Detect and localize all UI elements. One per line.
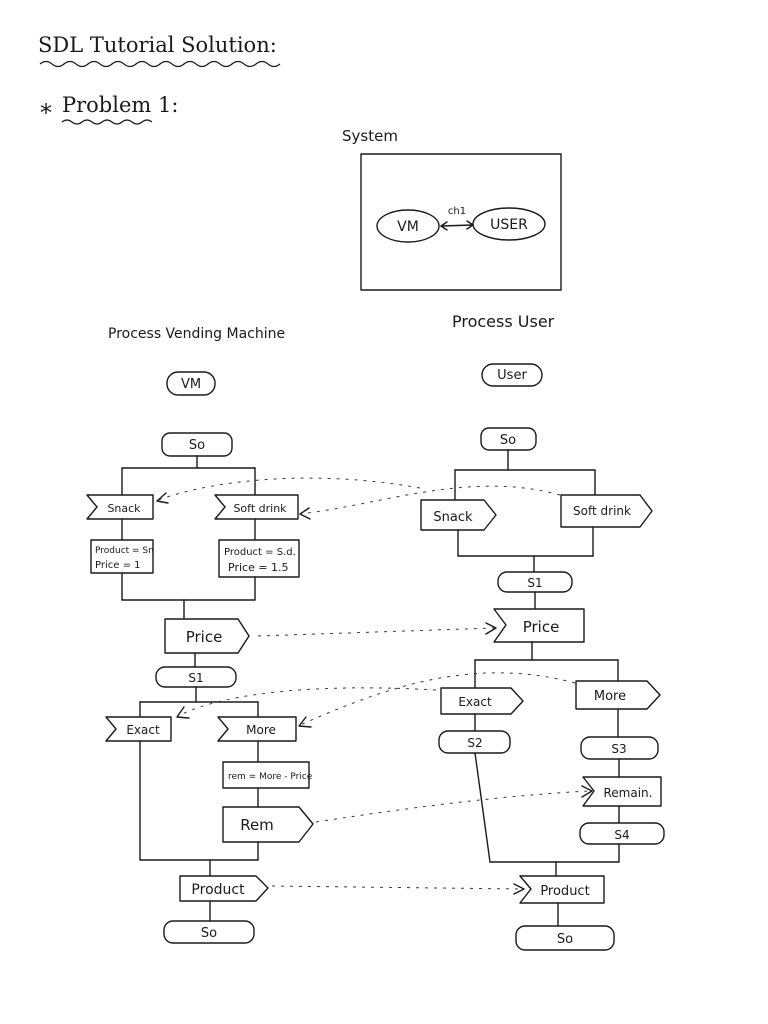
signal-link-product <box>271 885 523 890</box>
vm-task-snack-line2: Price = 1 <box>95 560 141 571</box>
user-output-more <box>575 680 661 710</box>
vm-task-softdrink-line2: Price = 1.5 <box>228 561 289 574</box>
user-flow <box>474 752 491 863</box>
vm-output-rem-label: Rem <box>240 816 274 834</box>
vm-output-product <box>179 875 269 902</box>
signal-link-price <box>257 627 495 637</box>
system-block-vm-label: VM <box>397 219 419 235</box>
vm-task-softdrink-line1: Product = S.d. <box>224 547 296 558</box>
user-output-exact-label: Exact <box>458 695 492 709</box>
vm-output-price <box>164 618 250 654</box>
system-block-user <box>472 207 546 241</box>
user-state-s2-label: S2 <box>467 736 482 750</box>
problem-underline <box>61 119 153 125</box>
system-block-vm <box>376 209 440 243</box>
vm-output-price-label: Price <box>186 628 223 646</box>
user-output-exact <box>440 687 524 715</box>
user-state-s3-label: S3 <box>611 742 626 756</box>
signal-link-price-arrowhead <box>485 622 497 635</box>
signal-link-exact-arrowhead <box>176 706 190 719</box>
vm-state-s1-label: S1 <box>188 671 203 685</box>
vm-output-rem <box>222 806 314 843</box>
system-channel-arrow-right <box>466 220 474 230</box>
vm-task-softdrink <box>218 539 300 578</box>
vm-input-more <box>217 716 297 742</box>
problem-heading: Problem 1: <box>62 93 178 117</box>
vm-input-snack <box>86 494 154 520</box>
user-process-name: User <box>497 368 527 383</box>
user-input-price <box>493 608 585 643</box>
system-channel-arrow-left <box>440 221 448 231</box>
vm-output-product-label: Product <box>191 882 245 898</box>
signal-link-snack <box>157 477 421 501</box>
user-state-s4-label: S4 <box>614 828 629 842</box>
vm-task-snack <box>90 539 154 574</box>
vm-input-exact <box>105 716 172 742</box>
vm-input-more-label: More <box>246 723 276 737</box>
signal-link-rem-arrowhead <box>581 785 593 798</box>
vm-task-rem <box>222 761 310 789</box>
signal-link-more <box>299 672 576 726</box>
system-label: System <box>342 127 398 145</box>
vm-process-name-bubble <box>166 371 216 396</box>
vm-input-softdrink <box>214 494 299 520</box>
vm-process-heading: Process Vending Machine <box>108 326 285 342</box>
problem-bullet: * <box>40 99 52 127</box>
vm-task-snack-line1: Product = Sn <box>95 546 154 556</box>
vm-input-exact-label: Exact <box>126 723 160 737</box>
user-process-name-bubble <box>481 363 543 387</box>
user-input-remain <box>582 776 662 807</box>
vm-end-state <box>163 920 255 944</box>
user-input-price-label: Price <box>523 618 560 636</box>
signal-link-more-arrowhead <box>298 716 312 728</box>
user-end-state-label: So <box>557 932 573 947</box>
system-block-user-label: USER <box>490 217 528 233</box>
user-state-s1-label: S1 <box>527 576 542 590</box>
user-input-product <box>519 875 605 904</box>
vm-input-softdrink-label: Soft drink <box>233 502 287 515</box>
user-output-softdrink <box>560 494 653 528</box>
title-underline <box>39 60 281 68</box>
vm-task-rem-label: rem = More - Price <box>228 772 313 782</box>
user-input-product-label: Product <box>540 884 589 899</box>
vm-process-name: VM <box>181 377 201 392</box>
system-channel-line <box>440 224 474 227</box>
vm-end-state-label: So <box>201 926 217 941</box>
signal-link-snack-arrowhead <box>156 492 169 504</box>
user-output-softdrink-label: Soft drink <box>573 504 631 518</box>
user-input-remain-label: Remain. <box>604 786 653 800</box>
signal-link-rem <box>315 790 591 823</box>
signal-link-product-arrowhead <box>513 883 525 895</box>
user-state-s4 <box>579 822 665 845</box>
user-output-more-label: More <box>594 689 626 704</box>
user-output-snack-label: Snack <box>433 510 473 525</box>
user-start-state-label: So <box>500 433 516 448</box>
page-title: SDL Tutorial Solution: <box>38 33 277 57</box>
system-channel-label: ch1 <box>448 206 466 217</box>
user-end-state <box>515 925 615 951</box>
user-process-heading: Process User <box>452 312 555 331</box>
vm-start-state-label: So <box>189 438 205 453</box>
vm-input-snack-label: Snack <box>107 502 141 515</box>
user-output-snack <box>420 499 497 531</box>
signal-link-softdrink-arrowhead <box>299 507 311 520</box>
